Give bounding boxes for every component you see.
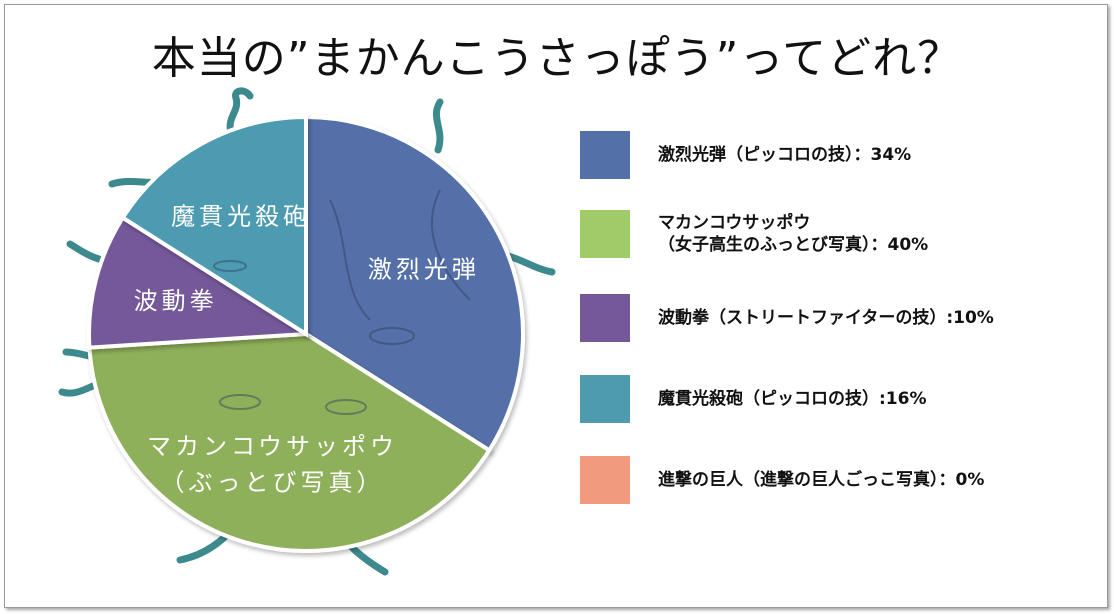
legend-item: 激烈光弾（ピッコロの技）：34%: [580, 131, 911, 179]
slice-label: マカンコウサッポウ（ぶっとび写真）: [147, 433, 398, 497]
legend-label: 進撃の巨人（進撃の巨人ごっこ写真）：0%: [658, 470, 985, 490]
legend-item: 魔貫光殺砲（ピッコロの技）:16%: [580, 375, 927, 423]
creature-leg: [226, 87, 254, 139]
legend-swatch: [580, 294, 630, 342]
legend-item: マカンコウサッポウ （女子高生のふっとび写真）：40%: [580, 210, 928, 258]
pie-slice: [120, 114, 308, 338]
legend-label: 波動拳（ストリートファイターの技）:10%: [658, 308, 994, 328]
face-line: [369, 327, 415, 345]
creature-leg: [432, 98, 444, 154]
legend-label: マカンコウサッポウ （女子高生のふっとび写真）：40%: [658, 213, 929, 255]
legend-swatch: [580, 375, 630, 423]
face-line: [431, 189, 471, 301]
face-line: [213, 260, 247, 272]
face-line: [329, 199, 371, 321]
legend-label: 魔貫光殺砲（ピッコロの技）:16%: [658, 389, 927, 409]
chart-title: 本当の”まかんこうさっぽう”ってどれ？: [151, 33, 963, 84]
legend-swatch: [580, 131, 630, 179]
legend-swatch: [580, 456, 630, 504]
pie-slice: [87, 214, 313, 350]
slice-label: 波動拳: [134, 287, 218, 315]
creature-leg: [58, 381, 99, 397]
face-line: [325, 399, 367, 415]
slice-label: 激烈光弾: [368, 256, 480, 284]
face-line: [219, 394, 261, 410]
legend-item: 進撃の巨人（進撃の巨人ごっこ写真）：0%: [580, 456, 984, 504]
pie-slice: [87, 331, 492, 553]
legend-label: 激烈光弾（ピッコロの技）：34%: [658, 145, 912, 165]
creature-face-decoration: [213, 189, 471, 415]
slice-label: 魔貫光殺砲: [171, 203, 311, 231]
legend-swatch: [580, 210, 630, 258]
legend-item: 波動拳（ストリートファイターの技）:10%: [580, 294, 994, 342]
